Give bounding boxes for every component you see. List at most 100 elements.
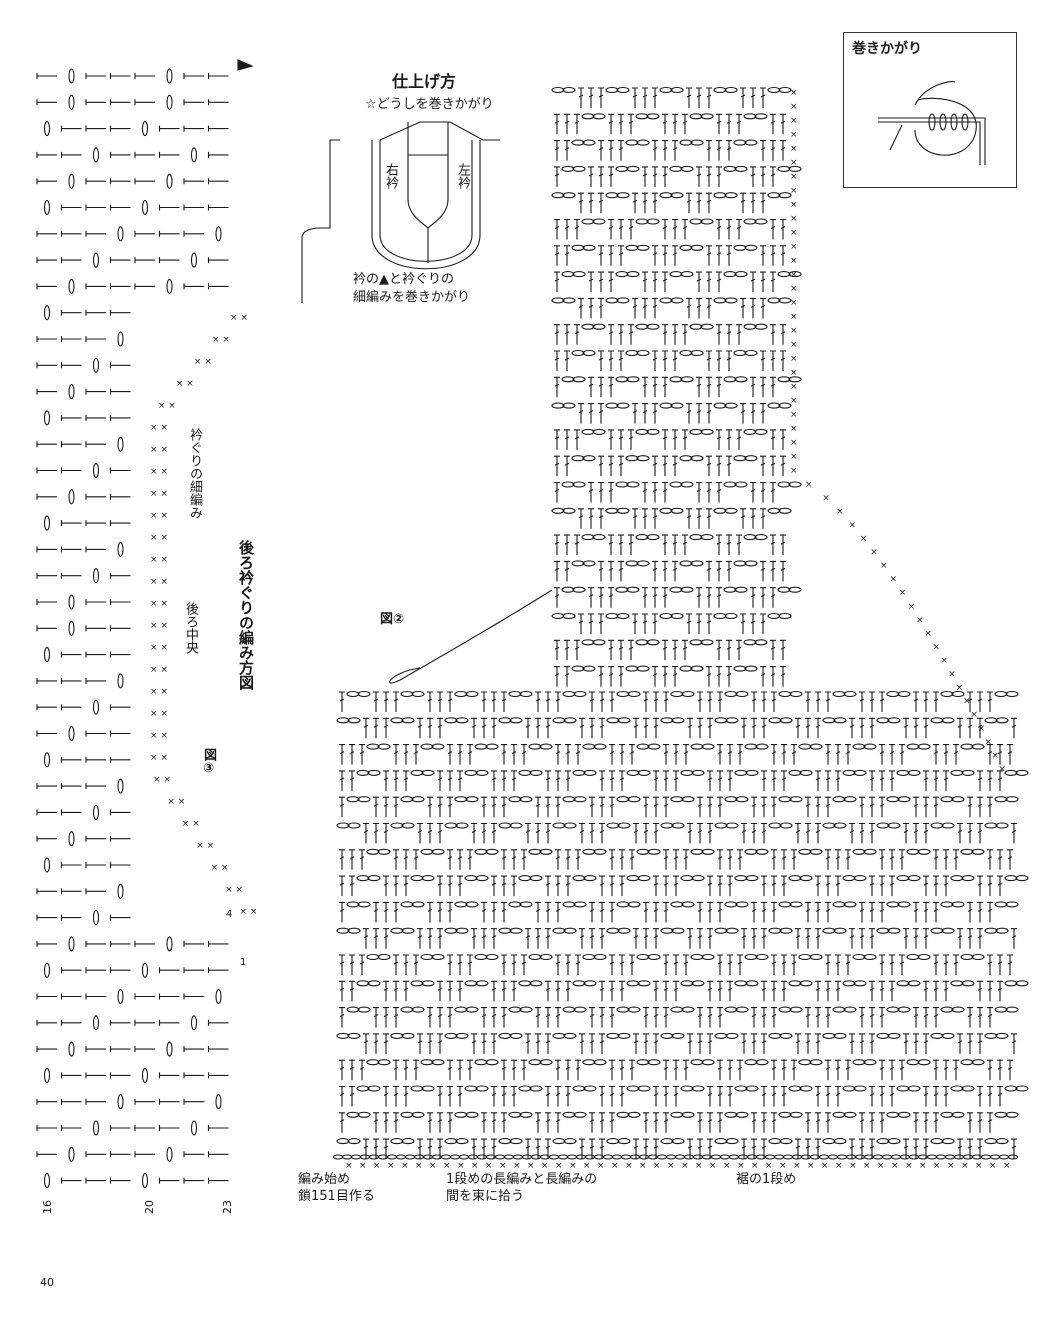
chain-stitch <box>636 139 650 146</box>
chain-stitch <box>465 901 479 908</box>
double-crochet-stitch <box>447 901 453 923</box>
chain-stitch <box>1004 1085 1018 1092</box>
double-crochet-stitch <box>554 245 560 266</box>
double-crochet-stitch <box>413 1059 419 1081</box>
double-crochet-stitch <box>805 717 811 739</box>
double-crochet-stitch <box>795 717 801 739</box>
chain-stitch <box>552 822 566 829</box>
double-crochet-stitch <box>608 587 614 608</box>
double-crochet-stitch <box>683 744 689 765</box>
double-crochet-stitch <box>60 467 82 474</box>
chain-stitch <box>768 822 782 829</box>
chain-stitch <box>117 778 124 794</box>
double-crochet-stitch <box>628 218 634 240</box>
double-crochet-stitch <box>36 283 57 290</box>
double-crochet-stitch <box>437 717 443 739</box>
double-crochet-stitch <box>608 666 614 687</box>
chain-stitch <box>440 1154 452 1160</box>
double-crochet-stitch <box>859 901 865 923</box>
chain-stitch <box>646 113 660 120</box>
chain-stitch <box>552 1138 566 1145</box>
double-crochet-stitch <box>780 534 786 556</box>
chain-stitch <box>735 796 749 803</box>
double-crochet-stitch <box>632 87 638 108</box>
double-crochet-stitch <box>771 1007 777 1028</box>
double-crochet-stitch <box>686 297 692 319</box>
double-crochet-stitch <box>859 1007 865 1028</box>
double-crochet-stitch <box>60 125 82 132</box>
double-crochet-stitch <box>618 350 624 371</box>
chain-stitch <box>724 297 738 304</box>
double-crochet-stitch <box>662 560 668 582</box>
double-crochet-stitch <box>609 954 615 975</box>
double-crochet-stitch <box>987 980 993 1002</box>
chain-stitch <box>881 1154 893 1160</box>
double-crochet-stitch <box>835 744 841 765</box>
double-crochet-stitch <box>85 99 106 106</box>
stitch-row <box>554 113 786 135</box>
chain-stitch <box>690 455 704 462</box>
chain-stitch <box>745 769 759 776</box>
chain-stitch <box>906 953 920 961</box>
single-crochet-mark: × <box>836 507 844 517</box>
chain-stitch <box>723 165 737 172</box>
chain-stitch <box>779 717 793 724</box>
double-crochet-stitch <box>781 954 787 975</box>
double-crochet-stitch <box>859 1112 865 1133</box>
double-crochet-stitch <box>859 928 865 949</box>
double-crochet-stitch <box>736 639 742 661</box>
chain-stitch <box>768 927 782 934</box>
double-crochet-stitch <box>373 928 379 949</box>
stitch-row <box>554 349 786 371</box>
chain-stitch <box>43 962 51 978</box>
yarn-wrap <box>961 113 969 131</box>
chain-stitch <box>605 192 619 199</box>
double-crochet-stitch <box>727 1059 733 1081</box>
single-crochet-mark: × <box>457 1161 465 1171</box>
chain-stitch <box>166 68 173 84</box>
double-crochet-stitch <box>457 744 463 765</box>
double-crochet-stitch <box>899 954 905 975</box>
chain-stitch <box>635 534 649 541</box>
double-crochet-stitch <box>672 350 678 371</box>
double-crochet-stitch <box>535 928 541 949</box>
double-crochet-stitch <box>564 324 570 345</box>
double-crochet-stitch <box>997 1059 1003 1081</box>
double-crochet-stitch <box>740 508 746 529</box>
double-crochet-stitch <box>564 350 570 371</box>
chain-stitch <box>636 953 650 961</box>
double-crochet-stitch <box>697 796 703 818</box>
double-crochet-stitch <box>599 928 605 949</box>
double-crochet-stitch <box>457 875 463 897</box>
chain-stitch <box>562 1006 576 1013</box>
chain-stitch <box>68 278 75 294</box>
double-crochet-stitch <box>741 822 747 844</box>
double-crochet-stitch <box>85 835 106 842</box>
single-crochet-mark: × <box>790 312 798 322</box>
chain-stitch <box>625 244 639 251</box>
chain-stitch <box>346 690 360 698</box>
chain-stitch <box>92 1015 100 1031</box>
chain-stitch <box>581 218 595 225</box>
chain-stitch <box>68 489 75 505</box>
chain-stitch <box>745 980 759 987</box>
double-crochet-stitch <box>761 928 767 949</box>
double-crochet-stitch <box>825 901 831 923</box>
double-crochet-stitch <box>726 429 732 450</box>
double-crochet-stitch <box>619 1059 625 1081</box>
chain-stitch <box>671 822 685 829</box>
single-crochet-mark: × <box>541 1161 549 1171</box>
chain-stitch <box>571 349 585 357</box>
double-crochet-stitch <box>736 429 742 450</box>
chain-stitch <box>665 1154 677 1160</box>
chain-stitch <box>626 165 640 172</box>
double-crochet-stitch <box>598 140 604 161</box>
single-crochet-mark: × <box>723 1161 731 1171</box>
single-crochet-mark: × <box>790 466 798 476</box>
double-crochet-stitch <box>771 954 777 975</box>
chain-stitch <box>571 455 585 462</box>
double-crochet-stitch <box>987 796 993 818</box>
double-crochet-stitch <box>696 271 702 293</box>
double-crochet-stitch <box>697 717 703 739</box>
chain-stitch <box>464 769 478 776</box>
